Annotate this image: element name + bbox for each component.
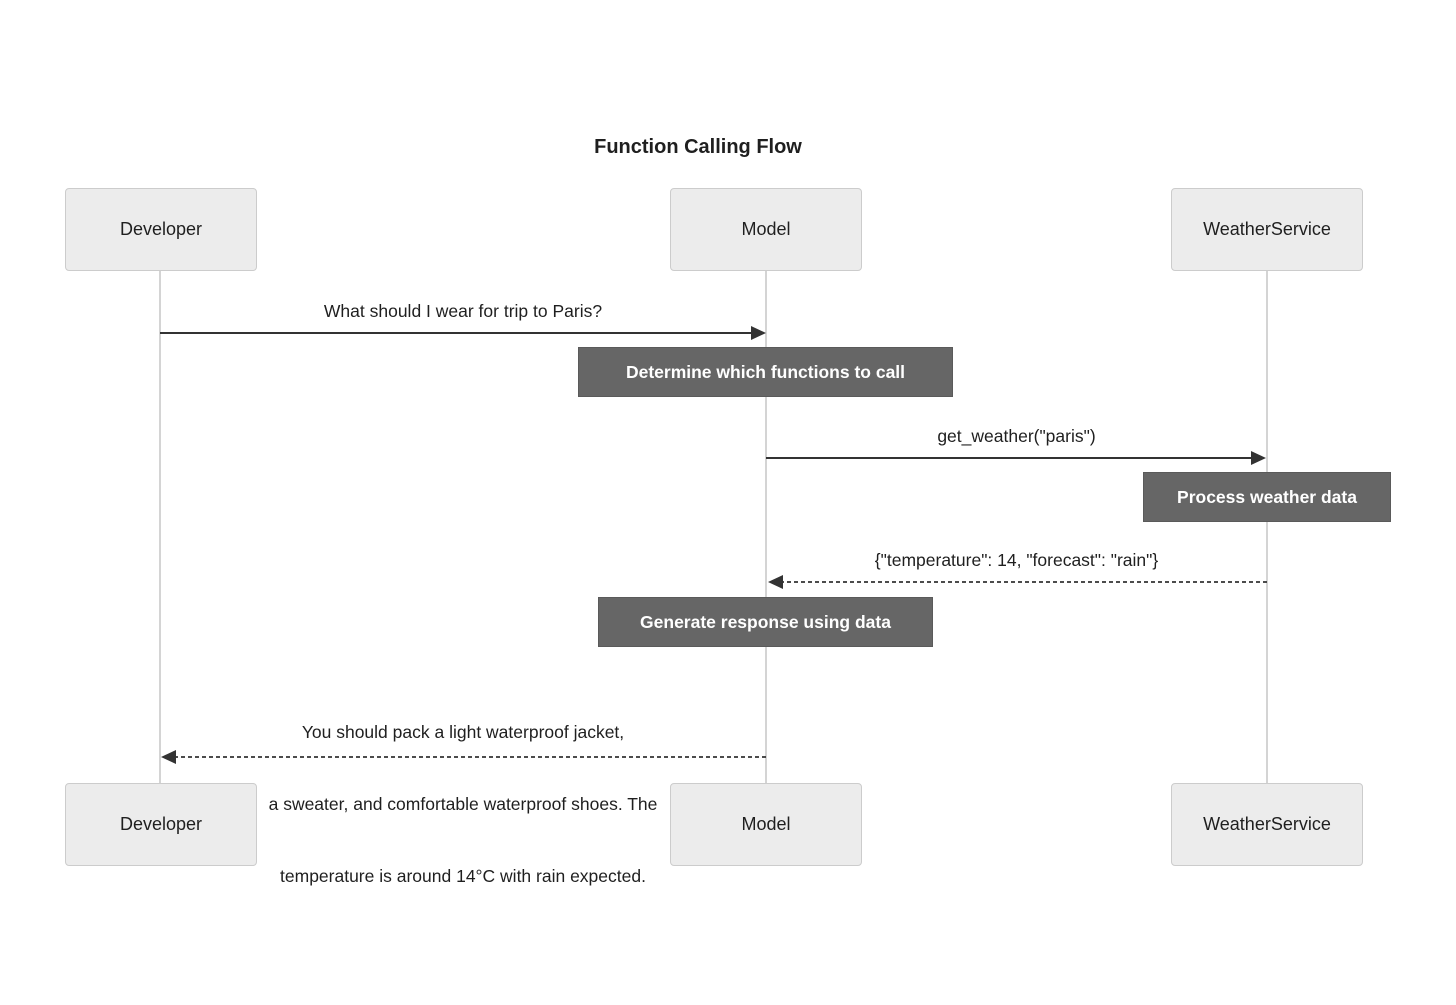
actor-label: Model xyxy=(741,814,791,834)
actor-label: Developer xyxy=(119,219,203,239)
message-label-2: get_weather("paris") xyxy=(937,426,1096,446)
message-label-1: What should I wear for trip to Paris? xyxy=(323,301,603,321)
note-process-weather: Process weather data xyxy=(1143,472,1391,522)
actor-box-weatherservice-top: WeatherService xyxy=(1171,188,1363,271)
actor-label: WeatherService xyxy=(1203,814,1331,834)
message-label-4: You should pack a light waterproof jacke… xyxy=(160,672,766,936)
actor-label: Model xyxy=(741,219,791,239)
diagram-title: Function Calling Flow xyxy=(594,136,802,158)
message-arrowhead-3 xyxy=(768,575,783,589)
actor-box-developer-top: Developer xyxy=(65,188,257,271)
note-generate-response: Generate response using data xyxy=(598,597,933,647)
actor-box-model-top: Model xyxy=(670,188,862,271)
note-determine-functions: Determine which functions to call xyxy=(578,347,953,397)
message-arrowhead-2 xyxy=(1251,451,1266,465)
message-arrowhead-4 xyxy=(161,750,176,764)
message-label-4-line-1: You should pack a light waterproof jacke… xyxy=(301,722,625,742)
message-label-3: {"temperature": 14, "forecast": "rain"} xyxy=(874,550,1159,570)
message-label-4-line-3: temperature is around 14°C with rain exp… xyxy=(280,866,646,886)
actor-box-developer-bottom: Developer xyxy=(65,783,257,866)
message-label-4-line-2: a sweater, and comfortable waterproof sh… xyxy=(268,794,658,814)
actor-label: Developer xyxy=(119,814,203,834)
actor-label: WeatherService xyxy=(1203,219,1331,239)
actor-box-weatherservice-bottom: WeatherService xyxy=(1171,783,1363,866)
message-arrowhead-1 xyxy=(751,326,766,340)
actor-box-model-bottom: Model xyxy=(670,783,862,866)
